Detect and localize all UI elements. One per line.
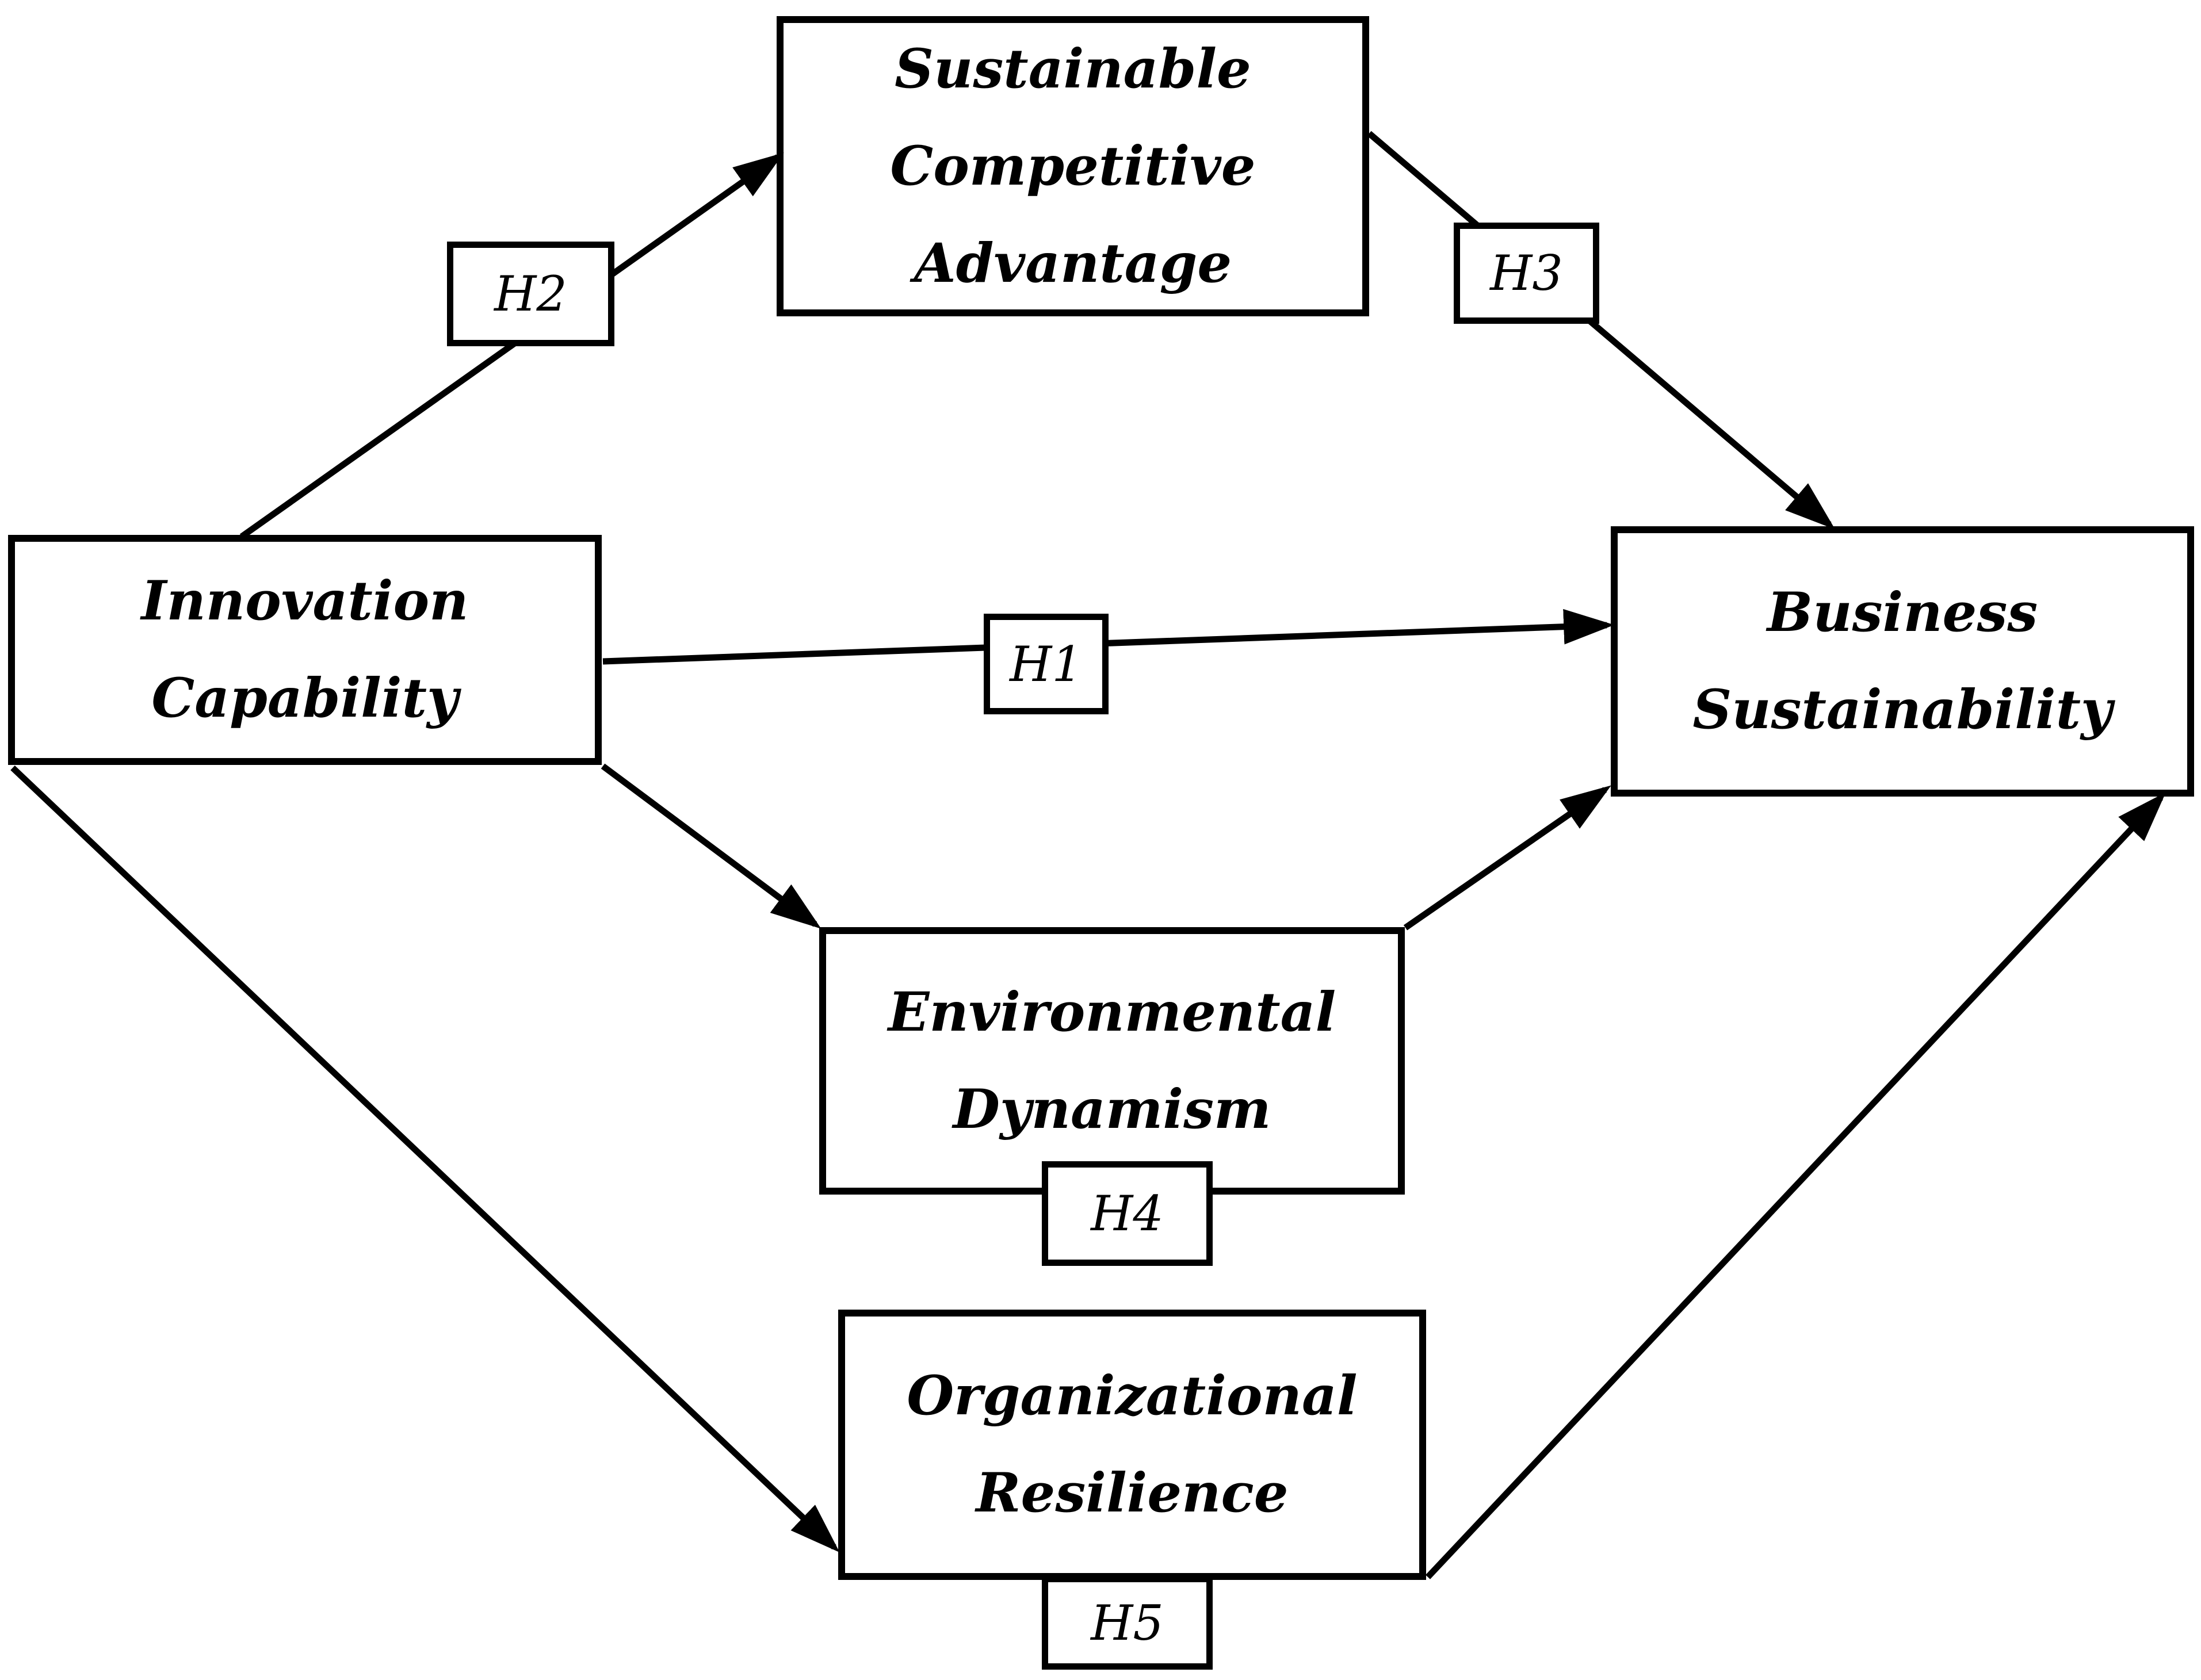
- hypothesis-label: H2: [494, 266, 567, 322]
- hypothesis-box-h4: H4: [1042, 1161, 1213, 1266]
- arrow-ic-to-sca-h2: [239, 152, 784, 539]
- node-innovation-capability: Innovation Capability: [8, 535, 602, 765]
- node-label-line: Sustainable: [895, 37, 1251, 101]
- node-label-line: Innovation: [141, 569, 469, 633]
- node-label-line: Dynamism: [953, 1077, 1271, 1141]
- node-sustainable-competitive-advantage: Sustainable Competitive Advantage: [777, 16, 1369, 316]
- node-label-line: Organizational: [907, 1364, 1358, 1428]
- hypothesis-box-h1: H1: [984, 614, 1109, 714]
- node-label-line: Resilience: [976, 1461, 1289, 1525]
- node-label-line: Business: [1767, 581, 2038, 644]
- node-label-line: Environmental: [888, 980, 1336, 1044]
- hypothesis-box-h3: H3: [1454, 223, 1599, 324]
- node-environmental-dynamism: Environmental Dynamism: [819, 927, 1405, 1195]
- node-label-line: Advantage: [914, 231, 1232, 295]
- node-label-line: Sustainability: [1692, 678, 2112, 741]
- arrow-ed-to-bs-h4: [1403, 785, 1611, 931]
- arrow-ic-to-or: [10, 766, 840, 1553]
- arrow-sca-to-bs-h3: [1367, 131, 1836, 530]
- hypothesis-label: H3: [1490, 245, 1563, 301]
- hypothesis-box-h5: H5: [1042, 1576, 1213, 1670]
- hypothesis-label: H1: [1010, 636, 1083, 692]
- node-label-line: Capability: [151, 667, 458, 730]
- hypothesis-label: H4: [1091, 1185, 1164, 1242]
- node-organizational-resilience: Organizational Resilience: [838, 1310, 1426, 1580]
- arrow-or-to-bs-h5: [1425, 792, 2166, 1579]
- arrow-ic-to-ed: [601, 763, 821, 929]
- node-label-line: Competitive: [890, 134, 1256, 198]
- hypothesis-box-h2: H2: [447, 242, 614, 346]
- hypothesis-label: H5: [1091, 1594, 1164, 1651]
- node-business-sustainability: Business Sustainability: [1611, 526, 2194, 797]
